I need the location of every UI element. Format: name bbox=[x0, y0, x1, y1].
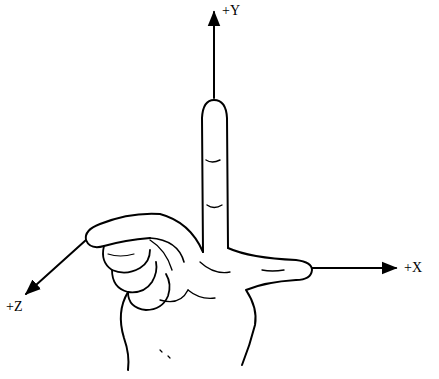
axis-label: +X bbox=[404, 261, 422, 275]
thumb bbox=[228, 248, 312, 365]
y-axis bbox=[213, 12, 215, 98]
z-axis bbox=[26, 240, 86, 294]
palm-edge bbox=[121, 292, 129, 370]
index-finger bbox=[202, 100, 228, 252]
axis-label: +Y bbox=[222, 4, 240, 18]
axis-label: +Z bbox=[6, 300, 22, 314]
x-axis bbox=[312, 267, 396, 269]
